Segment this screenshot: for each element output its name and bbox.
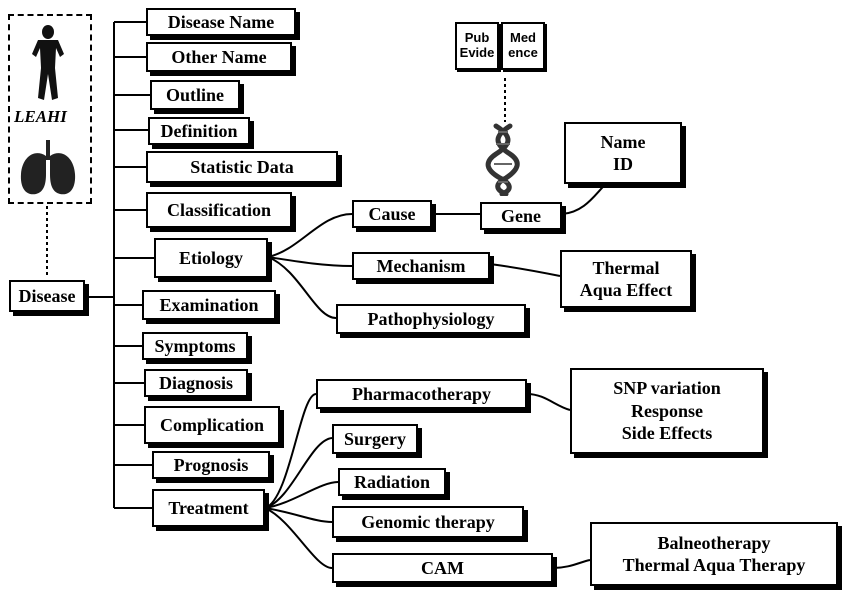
lungs-icon [20, 140, 76, 195]
other-name-node: Other Name [146, 42, 292, 72]
pubmed-evidence-book: Pub Evide Med ence [455, 22, 547, 76]
classification-node: Classification [146, 192, 292, 228]
book-left-line-2: Evide [459, 45, 495, 60]
definition-node: Definition [148, 117, 250, 145]
cam-info-line-1: Balneotherapy [657, 532, 771, 553]
radiation-label: Radiation [353, 472, 431, 492]
disease-root-label: Disease [18, 286, 76, 306]
disease-name-node: Disease Name [146, 8, 296, 36]
pharmacotherapy-info-line-2: Response [630, 400, 703, 421]
dna-helix-icon [485, 123, 520, 196]
leahi-logo-frame [8, 14, 92, 204]
gene-info-line-2: ID [612, 154, 633, 174]
definition-label: Definition [160, 121, 238, 141]
complication-node: Complication [144, 406, 280, 444]
gene-node: Gene [480, 202, 562, 230]
other-name-label: Other Name [171, 47, 267, 67]
person-silhouette-icon [32, 25, 64, 100]
prognosis-label: Prognosis [173, 455, 249, 475]
examination-node: Examination [142, 290, 276, 320]
surgery-label: Surgery [344, 429, 406, 449]
radiation-node: Radiation [338, 468, 446, 496]
cam-node: CAM [332, 553, 553, 583]
surgery-node: Surgery [332, 424, 418, 454]
genomic-therapy-node: Genomic therapy [332, 506, 524, 538]
outline-label: Outline [165, 85, 224, 105]
symptoms-label: Symptoms [154, 336, 236, 356]
statistic-data-label: Statistic Data [190, 157, 294, 177]
complication-label: Complication [159, 415, 264, 435]
mechanism-info-line-1: Thermal [592, 257, 660, 278]
examination-label: Examination [159, 295, 259, 315]
cause-label: Cause [368, 204, 416, 224]
book-left-page: Pub Evide [455, 22, 499, 70]
etiology-node: Etiology [154, 238, 268, 278]
mechanism-info-line-2: Aqua Effect [579, 280, 673, 300]
pharmacotherapy-node: Pharmacotherapy [316, 379, 527, 409]
diagnosis-label: Diagnosis [158, 373, 234, 393]
pharmacotherapy-info-line-3: Side Effects [621, 423, 713, 444]
symptoms-node: Symptoms [142, 332, 248, 360]
classification-label: Classification [166, 200, 271, 220]
cause-node: Cause [352, 200, 432, 228]
gene-label: Gene [501, 206, 541, 226]
pharmacotherapy-label: Pharmacotherapy [352, 384, 491, 404]
balneotherapy-node: Balneotherapy Thermal Aqua Therapy [590, 522, 838, 586]
disease-name-label: Disease Name [167, 12, 275, 32]
gene-info-line-1: Name [600, 131, 646, 152]
book-right-line-1: Med [510, 30, 536, 46]
pathophysiology-label: Pathophysiology [367, 309, 495, 329]
diagnosis-node: Diagnosis [144, 369, 248, 397]
mechanism-label: Mechanism [376, 256, 466, 276]
etiology-label: Etiology [178, 248, 243, 268]
treatment-label: Treatment [168, 498, 249, 518]
pathophysiology-node: Pathophysiology [336, 304, 526, 334]
cam-info-line-2: Thermal Aqua Therapy [622, 555, 806, 575]
gene-info-node: Name ID [564, 122, 682, 184]
prognosis-node: Prognosis [152, 451, 270, 479]
cam-label: CAM [421, 558, 464, 578]
genomic-therapy-label: Genomic therapy [361, 512, 495, 532]
statistic-data-node: Statistic Data [146, 151, 338, 183]
treatment-node: Treatment [152, 489, 265, 527]
disease-root-node: Disease [9, 280, 85, 312]
leahi-logo-text: LEAHI [14, 107, 67, 126]
thermal-aqua-effect-node: Thermal Aqua Effect [560, 250, 692, 308]
book-right-line-2: ence [508, 45, 538, 60]
snp-variation-node: SNP variation Response Side Effects [570, 368, 764, 454]
book-right-page: Med ence [501, 22, 545, 70]
mechanism-node: Mechanism [352, 252, 490, 280]
pharmacotherapy-info-line-1: SNP variation [613, 378, 721, 399]
outline-node: Outline [150, 80, 240, 110]
book-left-line-1: Pub [464, 30, 490, 46]
